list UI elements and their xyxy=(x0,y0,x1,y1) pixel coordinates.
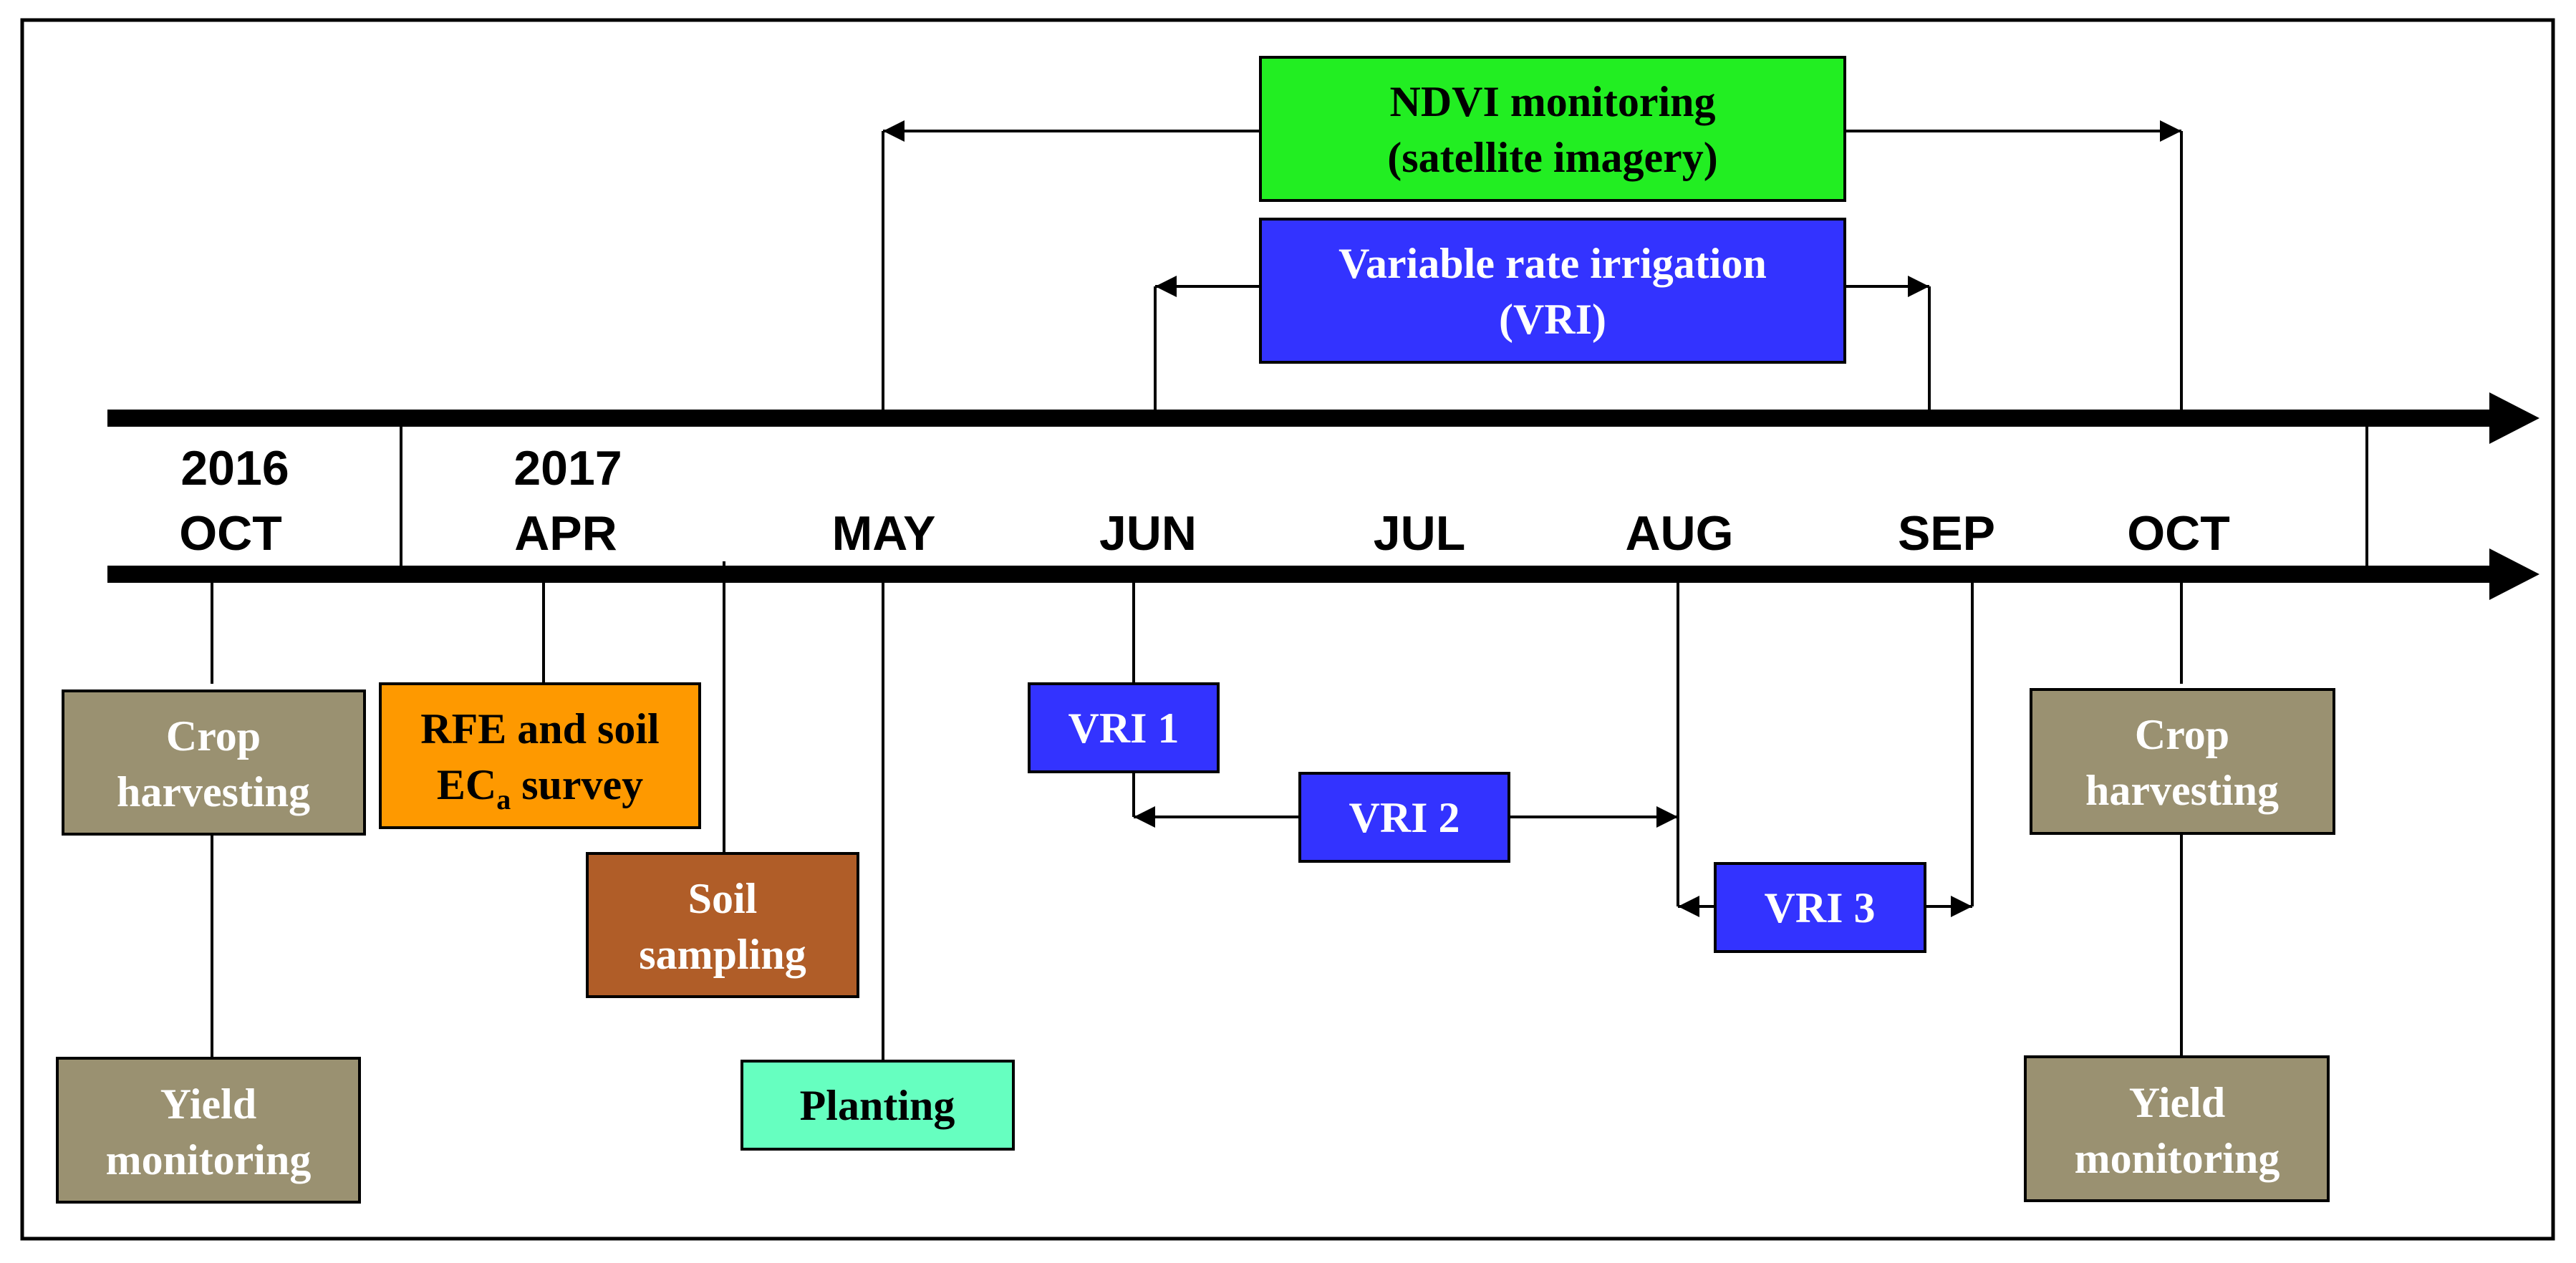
year-label-2017: 2017 xyxy=(513,441,622,495)
crop-harvesting-right-line2: harvesting xyxy=(2085,767,2279,814)
vri-box-line2: (VRI) xyxy=(1499,296,1606,343)
soil-sampling-line2: sampling xyxy=(639,931,806,978)
month-label-jul: JUL xyxy=(1374,506,1465,561)
month-label-aug: AUG xyxy=(1625,506,1733,561)
crop-harvesting-box-right: Crop harvesting xyxy=(2030,688,2335,835)
crop-harvesting-left-line1: Crop xyxy=(166,712,261,760)
rfe-survey-line1: RFE and soil xyxy=(420,705,659,753)
crop-harvesting-left-line2: harvesting xyxy=(117,768,310,816)
lower-timeline-arrow xyxy=(107,548,2539,600)
month-label-oct-2016: OCT xyxy=(179,506,282,561)
vri1-box: VRI 1 xyxy=(1028,682,1220,773)
ndvi-box-line1: NDVI monitoring xyxy=(1389,78,1715,125)
month-label-apr: APR xyxy=(514,506,617,561)
rfe-survey-line2: ECa survey xyxy=(437,761,643,816)
crop-harvesting-right-line1: Crop xyxy=(2135,711,2229,758)
lower-connectors xyxy=(211,561,2183,1061)
vri2-left-arrowhead xyxy=(1134,806,1155,828)
rfe-survey-rest: survey xyxy=(511,761,643,808)
soil-sampling-box: Soil sampling xyxy=(586,852,859,998)
upper-timeline-arrow xyxy=(107,392,2539,444)
planting-box: Planting xyxy=(741,1060,1015,1151)
planting-label: Planting xyxy=(800,1082,955,1129)
rfe-survey-ec: EC xyxy=(437,761,496,808)
vri2-box: VRI 2 xyxy=(1298,772,1510,863)
vri-box-line1: Variable rate irrigation xyxy=(1338,240,1767,287)
soil-sampling-line1: Soil xyxy=(688,875,758,922)
year-label-2016: 2016 xyxy=(180,441,289,495)
yield-monitoring-box-right: Yield monitoring xyxy=(2024,1055,2330,1202)
vri-span-connector xyxy=(1154,276,1931,410)
vri3-label: VRI 3 xyxy=(1764,884,1875,931)
vri1-label: VRI 1 xyxy=(1068,705,1179,752)
yield-monitoring-left-line2: monitoring xyxy=(106,1136,312,1184)
ndvi-box-line2: (satellite imagery) xyxy=(1387,134,1717,181)
vri3-box: VRI 3 xyxy=(1714,862,1926,953)
month-label-oct-2017: OCT xyxy=(2127,506,2230,561)
diagram-frame xyxy=(20,18,2555,1241)
crop-harvesting-box-left: Crop harvesting xyxy=(62,689,366,836)
yield-monitoring-box-left: Yield monitoring xyxy=(56,1057,361,1204)
yield-monitoring-right-line1: Yield xyxy=(2129,1079,2225,1126)
rfe-survey-box: RFE and soil ECa survey xyxy=(379,682,701,829)
rfe-survey-ec-subscript: a xyxy=(496,783,511,816)
ndvi-span-connector xyxy=(882,120,2183,410)
yield-monitoring-left-line1: Yield xyxy=(160,1080,256,1128)
vri2-label: VRI 2 xyxy=(1349,794,1460,841)
month-label-may: MAY xyxy=(832,506,936,561)
month-label-sep: SEP xyxy=(1898,506,1995,561)
yield-monitoring-right-line2: monitoring xyxy=(2075,1135,2280,1182)
vri-box: Variable rate irrigation (VRI) xyxy=(1259,218,1846,364)
ndvi-monitoring-box: NDVI monitoring (satellite imagery) xyxy=(1259,56,1846,202)
month-label-jun: JUN xyxy=(1099,506,1197,561)
